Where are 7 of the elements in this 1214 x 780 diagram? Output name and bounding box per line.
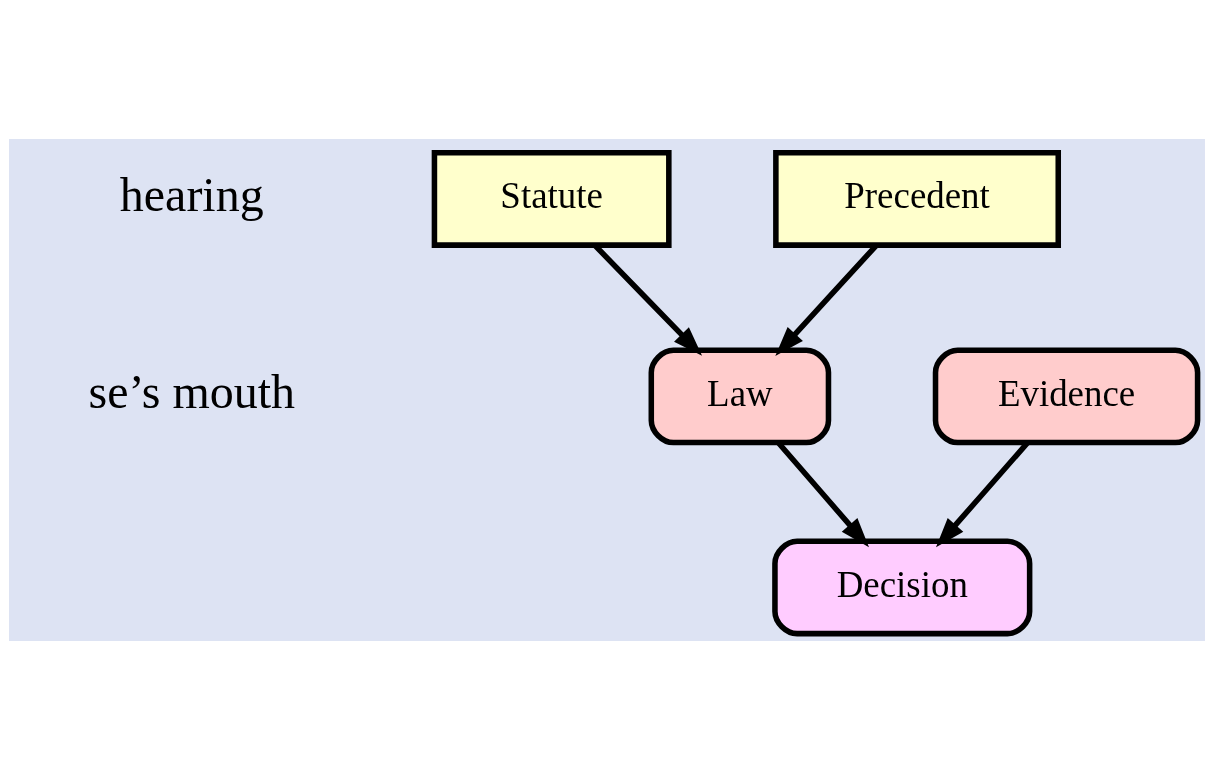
node-box: Evidence bbox=[932, 347, 1201, 446]
label: hearing bbox=[119, 167, 264, 221]
node-box: Decision bbox=[772, 538, 1033, 637]
node-box: Law bbox=[648, 347, 832, 446]
node-box: Precedent bbox=[773, 150, 1061, 248]
label: se’s mouth bbox=[88, 365, 296, 419]
node-box: Statute bbox=[431, 150, 672, 248]
